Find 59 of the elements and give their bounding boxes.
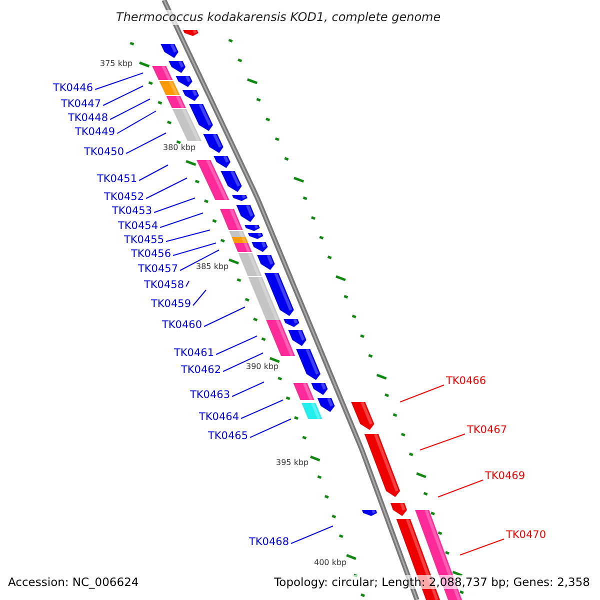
leader-line <box>126 132 166 154</box>
leader-line <box>460 538 504 556</box>
leader-line <box>172 242 216 256</box>
scale-label: 385 kbp <box>196 262 229 271</box>
leader-line <box>146 178 188 199</box>
leader-line <box>232 382 264 397</box>
gene-label: TK0462 <box>181 364 222 377</box>
gene-label: TK0452 <box>104 191 144 204</box>
leader-line <box>110 98 150 120</box>
leader-line <box>116 110 156 134</box>
gene-label: TK0457 <box>138 263 178 276</box>
gene-label: TK0460 <box>162 319 202 332</box>
leader-line <box>154 198 196 213</box>
leader-line <box>400 384 444 402</box>
leader-line <box>240 400 284 419</box>
leader-line <box>180 250 220 271</box>
gene-label: TK0447 <box>61 98 102 111</box>
gene-label: TK0450 <box>84 146 124 159</box>
scale-label: 395 kbp <box>276 458 309 467</box>
leader-line <box>250 418 292 438</box>
gene-label: TK0467 <box>467 424 508 437</box>
scale-label: 380 kbp <box>163 143 196 152</box>
gene-label: TK0448 <box>68 112 108 125</box>
leader-line <box>290 526 334 544</box>
leader-line <box>160 212 204 228</box>
gene-label: TK0466 <box>446 375 486 388</box>
footer-text: Topology: circular; Length: 2,088,737 bp; Genes: 2,358 <box>274 575 590 589</box>
scale-label: 375 kbp <box>100 59 133 68</box>
leader-line <box>204 306 246 327</box>
leader-line <box>186 280 190 287</box>
footer-text: Accession: NC_006624 <box>8 575 139 589</box>
gene-label: TK0453 <box>112 205 152 218</box>
gene-label: TK0454 <box>118 220 158 233</box>
leader-line <box>138 164 168 181</box>
leader-line <box>192 290 206 306</box>
gene-label: TK0461 <box>174 347 214 360</box>
gene-label: TK0449 <box>75 126 116 139</box>
leader-line <box>216 336 258 355</box>
gene-label: TK0468 <box>249 536 290 549</box>
scale-label: 400 kbp <box>314 558 347 567</box>
gene-label: TK0446 <box>53 82 94 95</box>
gene-label: TK0451 <box>97 173 138 186</box>
gene-label: TK0459 <box>151 298 192 311</box>
gene-label: TK0455 <box>124 234 164 247</box>
gene-label: TK0465 <box>208 430 248 443</box>
leader-line <box>102 86 144 106</box>
leader-line <box>166 230 210 242</box>
gene-label: TK0456 <box>131 248 172 261</box>
gene-label: TK0470 <box>506 529 546 542</box>
map-title: Thermococcus kodakarensis KOD1, complete genome <box>114 10 443 25</box>
gene-label: TK0469 <box>485 470 526 483</box>
gene-label: TK0458 <box>144 279 184 292</box>
leader-line <box>222 352 264 372</box>
leader-line <box>420 434 466 450</box>
leader-line <box>438 480 484 498</box>
gene-label: TK0463 <box>190 389 230 402</box>
leader-line <box>94 72 144 90</box>
scale-label: 390 kbp <box>246 362 279 371</box>
gene-label: TK0464 <box>199 411 240 424</box>
